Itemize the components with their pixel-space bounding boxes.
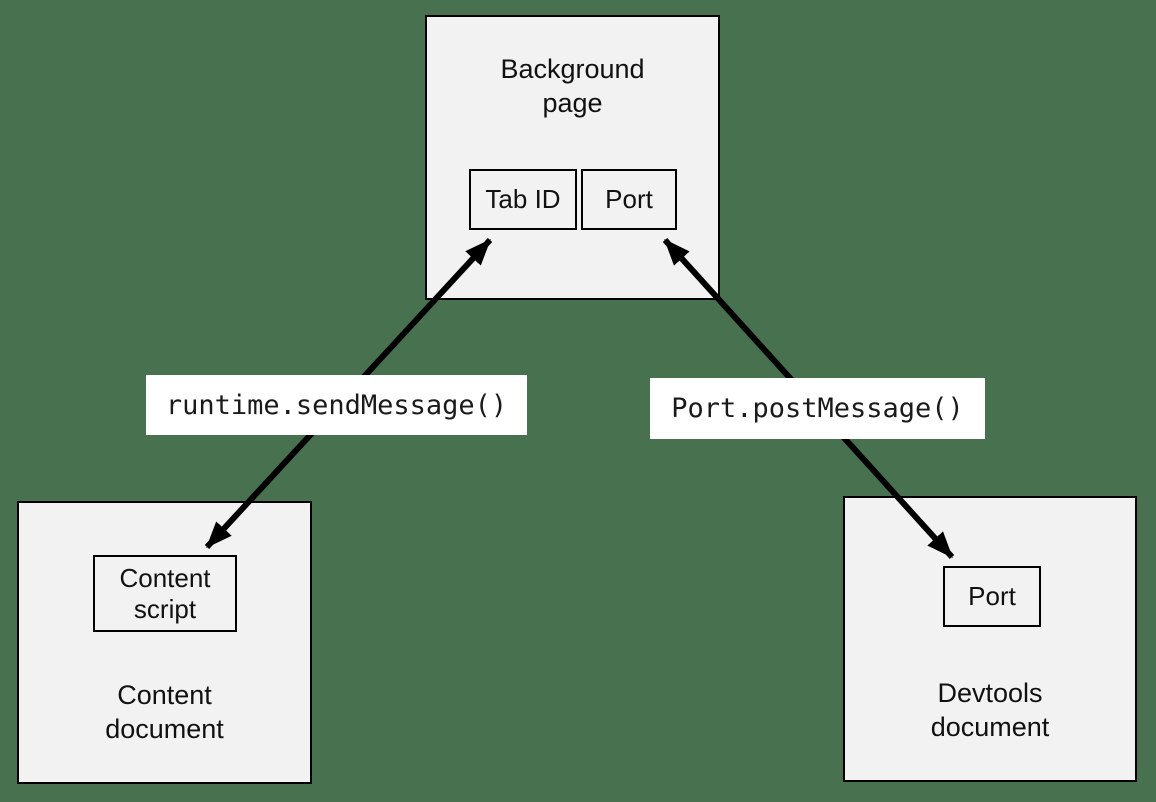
devtools-port-box: Port [943,566,1041,627]
runtime-sendmessage-label: runtime.sendMessage() [146,375,527,435]
content-script-box: Content script [93,555,237,632]
content-document-title: Content document [105,680,224,744]
port-postmessage-label: Port.postMessage() [650,378,985,439]
background-page-title: Background page [500,54,645,118]
devtools-document-title: Devtools document [930,678,1050,742]
tab-id-cell: Tab ID [469,169,577,230]
background-port-cell: Port [581,169,677,230]
